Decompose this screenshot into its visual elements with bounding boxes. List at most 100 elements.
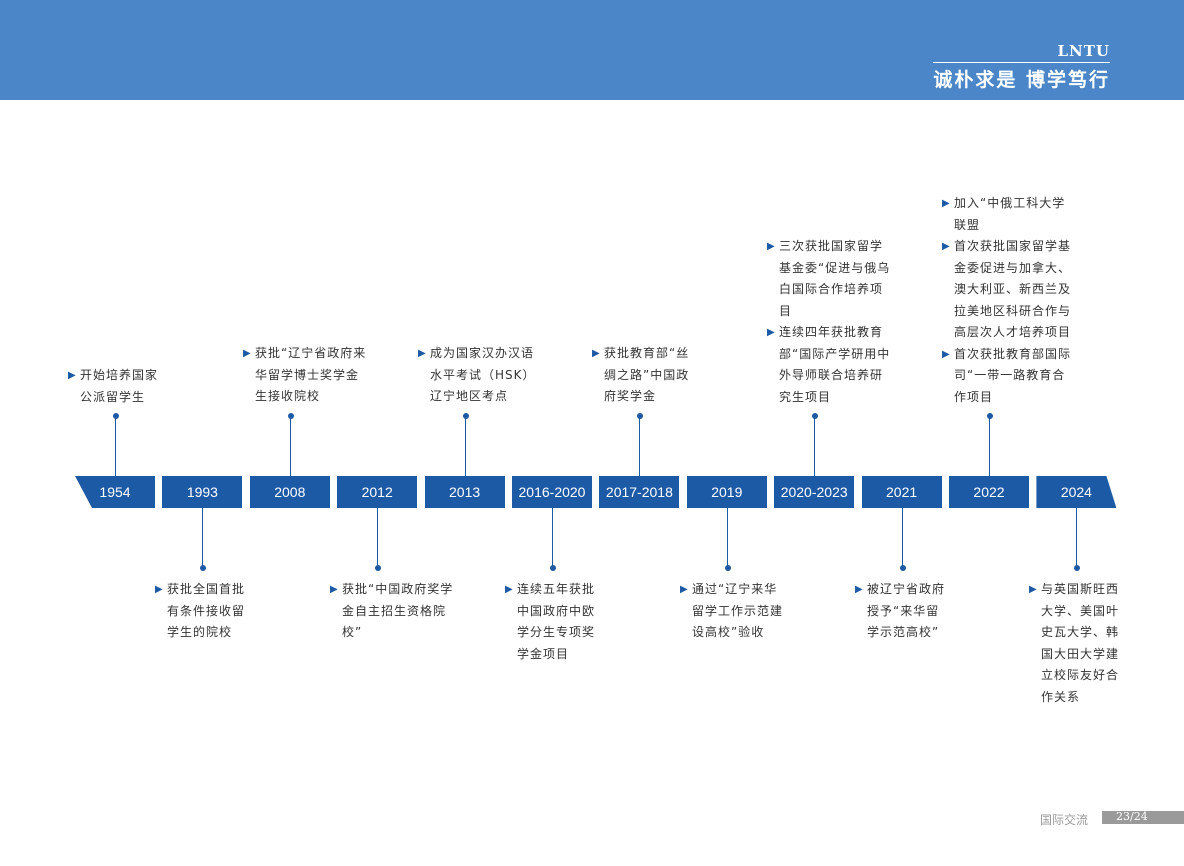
timeline-dot <box>899 565 906 571</box>
timeline-node-2013: 2013 <box>424 476 505 508</box>
timeline-entry-item: ▶ 获批教育部“丝绸之路”中国政府奖学金 <box>592 343 700 408</box>
timeline-entry-item: ▶ 获批“中国政府奖学金自主招生资格院校” <box>330 579 454 644</box>
timeline-entry-item: ▶三次获批国家留学基金委“促进与俄乌白国际合作培养项目 <box>767 236 891 322</box>
timeline-entry-item: ▶ 获批全国首批有条件接收留学生的院校 <box>155 579 247 644</box>
timeline-dot <box>287 413 294 419</box>
timeline-year-label: 2022 <box>973 484 1005 500</box>
timeline-entry-text: 连续四年获批教育部“国际产学研用中外导师联合培养研究生项目 <box>779 325 891 404</box>
timeline-entry-item: ▶ 开始培养国家公派留学生 <box>68 365 160 408</box>
timeline-dot <box>374 565 381 571</box>
timeline-node-1993: 1993 <box>162 476 243 508</box>
bullet-arrow-icon: ▶ <box>767 327 775 338</box>
bullet-arrow-icon: ▶ <box>68 370 76 381</box>
timeline-connector <box>814 416 815 476</box>
timeline-connector <box>727 508 728 568</box>
timeline-dot <box>986 413 993 419</box>
timeline-year-label: 2016-2020 <box>518 484 586 500</box>
timeline-entry-item: ▶ 通过“辽宁来华留学工作示范建设高校”验收 <box>680 579 788 644</box>
timeline-year-label: 1954 <box>99 484 131 500</box>
timeline-connector <box>639 416 640 476</box>
bullet-arrow-icon: ▶ <box>942 348 950 360</box>
page-number: 23/24 <box>1116 810 1148 823</box>
timeline-dot <box>199 565 206 571</box>
timeline-node-2016-2020: 2016-2020 <box>512 476 592 508</box>
timeline-entry-text: 开始培养国家公派留学生 <box>80 368 159 404</box>
timeline-entry-2013: ▶ 成为国家汉办汉语水平考试（HSK）辽宁地区考点 <box>418 343 542 408</box>
timeline-connector <box>115 416 116 476</box>
timeline-entry-text: 被辽宁省政府授予“来华留学示范高校” <box>867 582 946 639</box>
timeline-connector <box>465 416 466 476</box>
timeline-entry-2020-2023: ▶三次获批国家留学基金委“促进与俄乌白国际合作培养项目 ▶ 连续四年获批教育部“国际… <box>767 236 891 408</box>
bullet-arrow-icon: ▶ <box>330 584 338 595</box>
timeline-entry-text: 获批全国首批有条件接收留学生的院校 <box>167 582 246 639</box>
timeline-dot <box>724 565 731 571</box>
timeline-entry-text: 获批“中国政府奖学金自主招生资格院校” <box>342 582 454 639</box>
timeline-entry-item: ▶ 首次获批国家留学基金委促进与加拿大、澳大利亚、新西兰及拉美地区科研合作与高层次… <box>942 236 1077 344</box>
timeline-year-label: 2012 <box>361 484 393 500</box>
bullet-arrow-icon: ▶ <box>155 584 163 595</box>
timeline-entry-1954: ▶ 开始培养国家公派留学生 <box>68 365 160 408</box>
bullet-arrow-icon: ▶ <box>942 198 950 209</box>
timeline-entry-2008: ▶ 获批“辽宁省政府来华留学博士奖学金生接收院校 <box>243 343 367 408</box>
timeline-node-2008: 2008 <box>249 476 330 508</box>
timeline-connector <box>202 508 203 568</box>
timeline-node-2017-2018: 2017-2018 <box>599 476 680 508</box>
timeline-entry-2017-2018: ▶ 获批教育部“丝绸之路”中国政府奖学金 <box>592 343 700 408</box>
timeline-year-label: 2019 <box>711 484 743 500</box>
timeline-entry-item: ▶ 加入“中俄工科大学联盟 <box>942 193 1077 236</box>
timeline-entry-2024: ▶与英国斯旺西大学、美国叶史瓦大学、韩国大田大学建立校际友好合作关系 <box>1029 579 1127 708</box>
timeline-year-label: 2017-2018 <box>605 484 673 500</box>
logo-motto: 诚朴求是 博学笃行 <box>933 69 1110 91</box>
timeline-entry-text: 首次获批国家留学基金委促进与加拿大、澳大利亚、新西兰及拉美地区科研合作与高层次人… <box>954 239 1072 339</box>
timeline-connector <box>290 416 291 476</box>
bullet-arrow-icon: ▶ <box>418 348 426 359</box>
bullet-arrow-icon: ▶ <box>243 348 251 359</box>
timeline-entry-2021: ▶ 被辽宁省政府授予“来华留学示范高校” <box>855 579 947 644</box>
timeline-entry-text: 获批教育部“丝绸之路”中国政府奖学金 <box>604 346 690 403</box>
timeline-year-label: 1993 <box>186 484 218 500</box>
timeline-year-label: 2024 <box>1060 484 1092 500</box>
timeline-dot <box>462 413 469 419</box>
timeline-entry-item: ▶ 连续五年获批中国政府中欧学分生专项奖学金项目 <box>505 579 597 665</box>
timeline-dot <box>112 413 119 419</box>
timeline-entry-text: 三次获批国家留学基金委“促进与俄乌白国际合作培养项目 <box>779 239 891 318</box>
timeline-dot <box>1073 565 1080 571</box>
timeline-entry-text: 加入“中俄工科大学联盟 <box>954 196 1066 232</box>
timeline-entry-2012: ▶ 获批“中国政府奖学金自主招生资格院校” <box>330 579 454 644</box>
header-banner: LNTU 诚朴求是 博学笃行 <box>0 0 1184 100</box>
timeline-year-label: 2008 <box>274 484 306 500</box>
timeline-entry-2019: ▶ 通过“辽宁来华留学工作示范建设高校”验收 <box>680 579 788 644</box>
bullet-arrow-icon: ▶ <box>592 348 600 359</box>
page-number-bar <box>1102 811 1184 824</box>
timeline-entry-text: 连续五年获批中国政府中欧学分生专项奖学金项目 <box>517 582 596 661</box>
timeline-entry-text: 获批“辽宁省政府来华留学博士奖学金生接收院校 <box>255 346 367 403</box>
timeline-connector <box>552 508 553 568</box>
timeline-entry-item: ▶ 被辽宁省政府授予“来华留学示范高校” <box>855 579 947 644</box>
timeline-node-2024: 2024 <box>1036 476 1117 508</box>
timeline-entry-1993: ▶ 获批全国首批有条件接收留学生的院校 <box>155 579 247 644</box>
timeline-entry-text: 成为国家汉办汉语水平考试（HSK）辽宁地区考点 <box>430 346 536 403</box>
timeline-entry-item: ▶ 连续四年获批教育部“国际产学研用中外导师联合培养研究生项目 <box>767 322 891 408</box>
timeline-year-label: 2020-2023 <box>780 484 848 500</box>
bullet-arrow-icon: ▶ <box>942 241 950 252</box>
timeline-year-label: 2021 <box>886 484 918 500</box>
timeline-node-2022: 2022 <box>949 476 1029 508</box>
timeline-dot <box>636 413 643 419</box>
bullet-arrow-icon: ▶ <box>855 584 863 595</box>
timeline-entry-text: 通过“辽宁来华留学工作示范建设高校”验收 <box>692 582 784 639</box>
timeline-entry-item: ▶首次获批教育部国际司“一带一路教育合作项目 <box>942 344 1077 409</box>
timeline-entry-2022: ▶ 加入“中俄工科大学联盟 ▶ 首次获批国家留学基金委促进与加拿大、澳大利亚、新西兰及… <box>942 193 1077 408</box>
timeline-entry-text: 与英国斯旺西大学、美国叶史瓦大学、韩国大田大学建立校际友好合作关系 <box>1041 582 1120 704</box>
bullet-arrow-icon: ▶ <box>505 584 513 595</box>
timeline-node-2021: 2021 <box>861 476 942 508</box>
timeline-year-label: 2013 <box>449 484 481 500</box>
timeline-dot <box>811 413 818 419</box>
timeline-entry-item: ▶ 成为国家汉办汉语水平考试（HSK）辽宁地区考点 <box>418 343 542 408</box>
timeline-connector <box>1076 508 1077 568</box>
timeline-dot <box>549 565 556 571</box>
timeline-node-2012: 2012 <box>337 476 418 508</box>
timeline-node-1954: 1954 <box>75 476 155 508</box>
bullet-arrow-icon: ▶ <box>680 584 688 595</box>
timeline-entry-2016-2020: ▶ 连续五年获批中国政府中欧学分生专项奖学金项目 <box>505 579 597 665</box>
timeline-connector <box>989 416 990 476</box>
